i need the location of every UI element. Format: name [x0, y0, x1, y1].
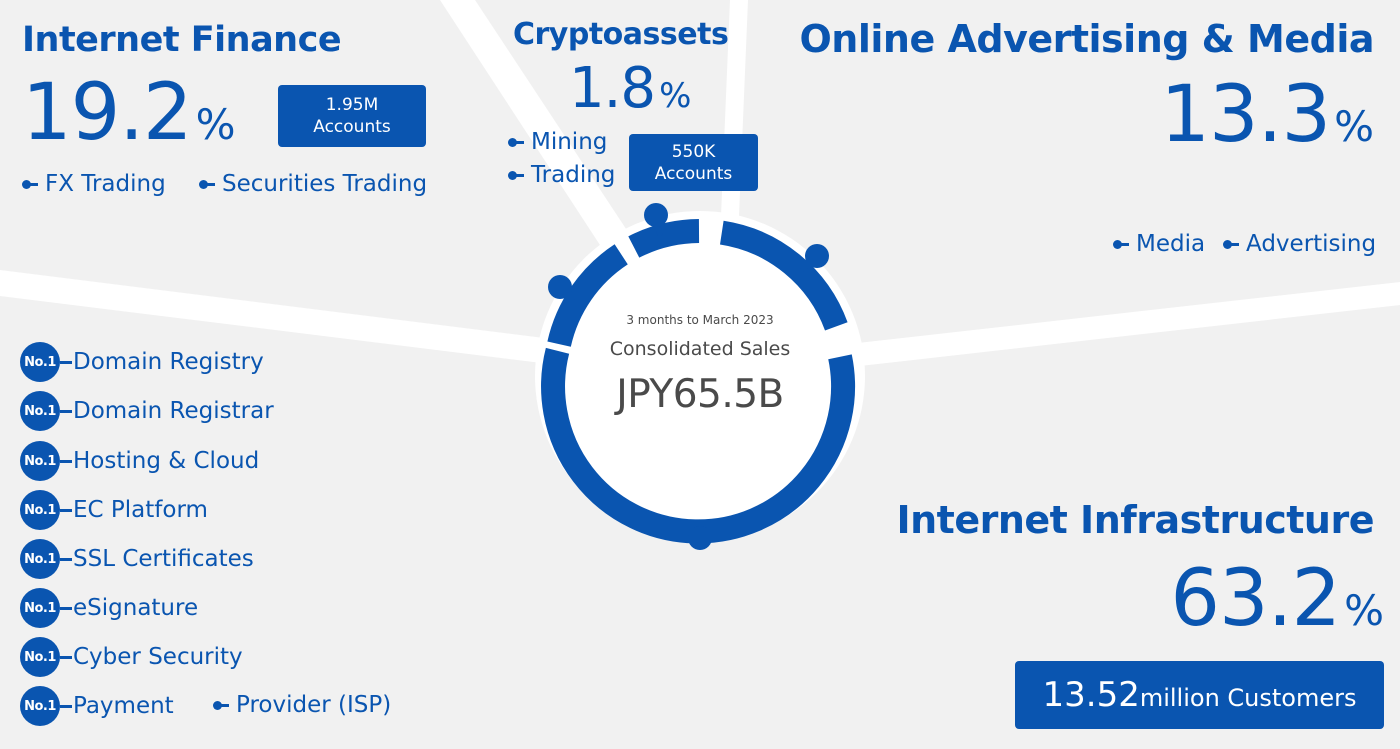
- online-advertising-media-percent: 13.3%: [1160, 70, 1374, 160]
- bullet-label: Securities Trading: [222, 171, 428, 197]
- bullet-provider-isp: Provider (ISP): [213, 692, 391, 718]
- center-label: Consolidated Sales: [609, 338, 791, 360]
- ranking-label: Hosting & Cloud: [73, 448, 260, 474]
- pin-media: [805, 244, 829, 268]
- internet-infrastructure-percent: 63.2%: [1170, 554, 1384, 644]
- no1-badge-icon: No.1: [20, 441, 72, 481]
- no1-badge-icon: No.1: [20, 686, 72, 726]
- no1-badge-icon: No.1: [20, 588, 72, 628]
- ranking-label: Domain Registry: [73, 349, 264, 375]
- internet-finance-title: Internet Finance: [22, 20, 342, 60]
- no1-badge-icon: No.1: [20, 539, 72, 579]
- bullet-dot-icon: [508, 137, 524, 147]
- badge-label: Accounts: [313, 117, 391, 137]
- online-advertising-media-title: Online Advertising & Media: [799, 17, 1375, 61]
- center-value: JPY65.5B: [616, 372, 784, 417]
- ranking-label: SSL Certificates: [73, 546, 254, 572]
- bullet-media: Media: [1113, 231, 1205, 257]
- bullet-label: Trading: [531, 162, 616, 188]
- internet-finance-percent: 19.2%: [22, 68, 236, 158]
- ranking-label: Cyber Security: [73, 644, 243, 670]
- pin-finance: [548, 275, 572, 299]
- divider-finance-crypto: [440, 0, 640, 268]
- bullet-advertising: Advertising: [1223, 231, 1376, 257]
- online-advertising-media-percent-value: 13.3: [1160, 70, 1331, 160]
- online-advertising-media-percent-sign: %: [1334, 102, 1374, 151]
- internet-finance-percent-sign: %: [195, 100, 236, 149]
- bullet-label: Advertising: [1246, 231, 1377, 257]
- bullet-label: FX Trading: [45, 171, 166, 197]
- center-period: 3 months to March 2023: [626, 313, 774, 327]
- bullet-securities-trading: Securities Trading: [199, 171, 427, 197]
- bullet-dot-icon: [508, 170, 524, 180]
- cryptoassets-accounts-badge: 550K Accounts: [629, 134, 758, 191]
- no1-badge-icon: No.1: [20, 391, 72, 431]
- bullet-trading: Trading: [508, 162, 615, 188]
- no1-badge-icon: No.1: [20, 637, 72, 677]
- cryptoassets-percent-sign: %: [659, 76, 692, 116]
- internet-infrastructure-title: Internet Infrastructure: [896, 498, 1374, 542]
- bullet-label: Media: [1136, 231, 1206, 257]
- internet-finance-percent-value: 19.2: [22, 68, 193, 158]
- no1-badge-icon: No.1: [20, 490, 72, 530]
- badge-value: 550K: [671, 141, 716, 162]
- cryptoassets-title: Cryptoassets: [513, 17, 729, 52]
- ring-arc-media: [719, 220, 848, 331]
- ranking-label: eSignature: [73, 595, 199, 621]
- cryptoassets-percent-value: 1.8: [569, 56, 656, 121]
- no1-badge-icon: No.1: [20, 342, 72, 382]
- ranking-label: EC Platform: [73, 497, 208, 523]
- bullet-label: Provider (ISP): [236, 692, 392, 718]
- bullet-dot-icon: [22, 179, 38, 189]
- divider-media-infra: [840, 282, 1400, 368]
- bullet-dot-icon: [199, 179, 215, 189]
- bullet-fx-trading: FX Trading: [22, 171, 166, 197]
- bullet-dot-icon: [213, 700, 229, 710]
- pin-infrastructure: [688, 526, 712, 550]
- ring-arc-crypto: [628, 219, 700, 258]
- customers-value: 13.52: [1042, 675, 1140, 715]
- bullet-mining: Mining: [508, 129, 607, 155]
- ranking-label: Domain Registrar: [73, 398, 274, 424]
- center-circle: [535, 211, 865, 541]
- divider-finance-infra: [0, 270, 560, 365]
- bullet-dot-icon: [1113, 239, 1129, 249]
- customers-unit: million Customers: [1139, 684, 1357, 712]
- internet-finance-accounts-badge: 1.95M Accounts: [278, 85, 426, 147]
- ring-arc-finance: [547, 244, 629, 347]
- badge-label: Accounts: [654, 163, 733, 184]
- ring-pins: [548, 203, 829, 550]
- pin-crypto: [644, 203, 668, 227]
- bullet-label: Mining: [531, 129, 608, 155]
- ranking-label: Payment: [73, 693, 174, 719]
- cryptoassets-percent: 1.8%: [569, 56, 691, 121]
- bullet-dot-icon: [1223, 239, 1239, 249]
- badge-value: 1.95M: [325, 95, 379, 115]
- internet-infrastructure-percent-value: 63.2: [1170, 554, 1341, 644]
- internet-infrastructure-percent-sign: %: [1344, 586, 1384, 635]
- segment-dividers: [0, 0, 1400, 368]
